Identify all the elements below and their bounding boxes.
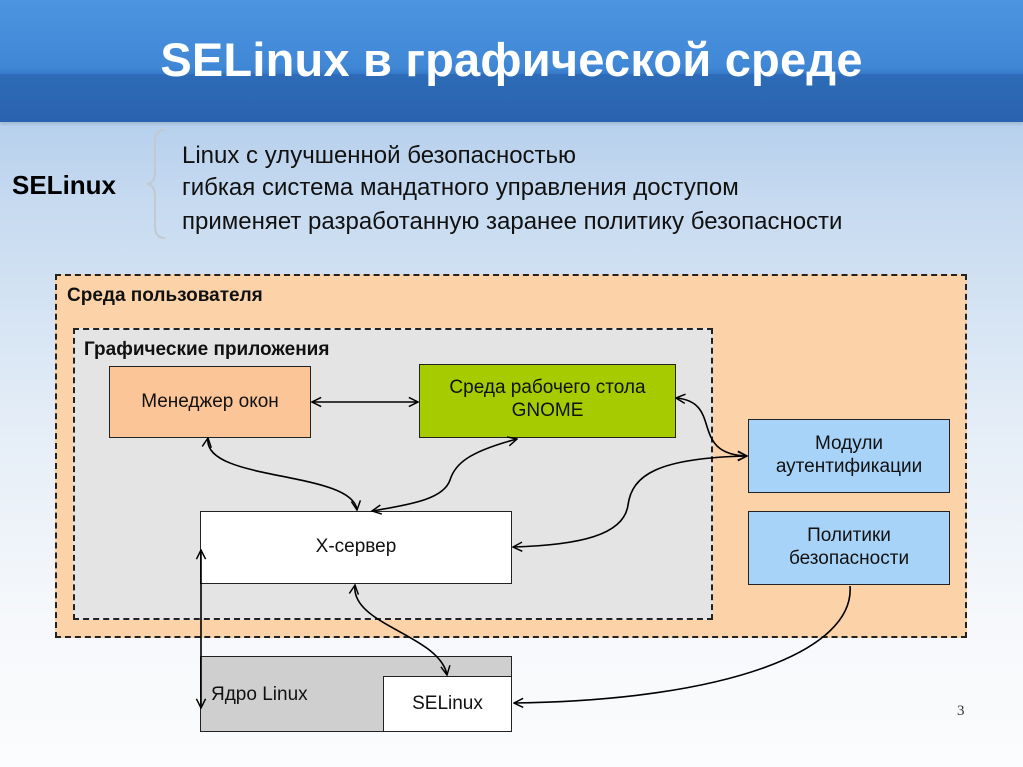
gnome-label-line-1: Среда рабочего стола [449,377,646,398]
edge-gnome-auth [676,398,747,456]
graphic-apps-label: Графические приложения [84,339,330,360]
x-server-node: X-сервер [200,511,512,584]
gnome-node: Среда рабочего стола GNOME [419,364,676,438]
auth-modules-label-line-2: аутентификации [775,456,923,477]
window-manager-label: Менеджер окон [141,390,279,412]
selinux-node: SELinux [383,676,512,732]
security-policies-label-line-2: безопасности [788,548,910,569]
auth-modules-label-line-1: Модули [814,433,884,455]
edge-gnome-xserver [372,439,517,511]
edge-xserver-selinux [355,585,447,675]
title-bar-stripe [0,74,1023,122]
edge-policy-selinux [514,585,851,703]
curly-brace-icon [146,129,166,239]
security-policies-node: Политики безопасности [748,511,950,585]
selinux-label: SELinux [412,692,483,714]
intro-line-1: Linux с улучшенной безопасностью [182,142,577,169]
slide-title: SELinux в графической среде [160,33,863,86]
intro-line-2: гибкая система мандатного управления дос… [182,174,739,201]
security-policies-label-line-1: Политики [807,525,891,547]
x-server-label: X-сервер [315,536,397,558]
auth-modules-node: Модули аутентификации [748,419,950,493]
intro-line-3: применяет разработанную заранее политику… [182,208,843,235]
page-number: 3 [957,703,965,719]
gnome-label-line-2: GNOME [511,399,584,421]
user-environment-label: Среда пользователя [67,285,263,306]
title-bar [0,0,1023,122]
linux-kernel-label: Ядро Linux [211,684,308,705]
edge-auth-xserver [513,456,747,547]
edge-window-manager-xserver [208,438,357,510]
intro-term: SELinux [12,170,117,200]
